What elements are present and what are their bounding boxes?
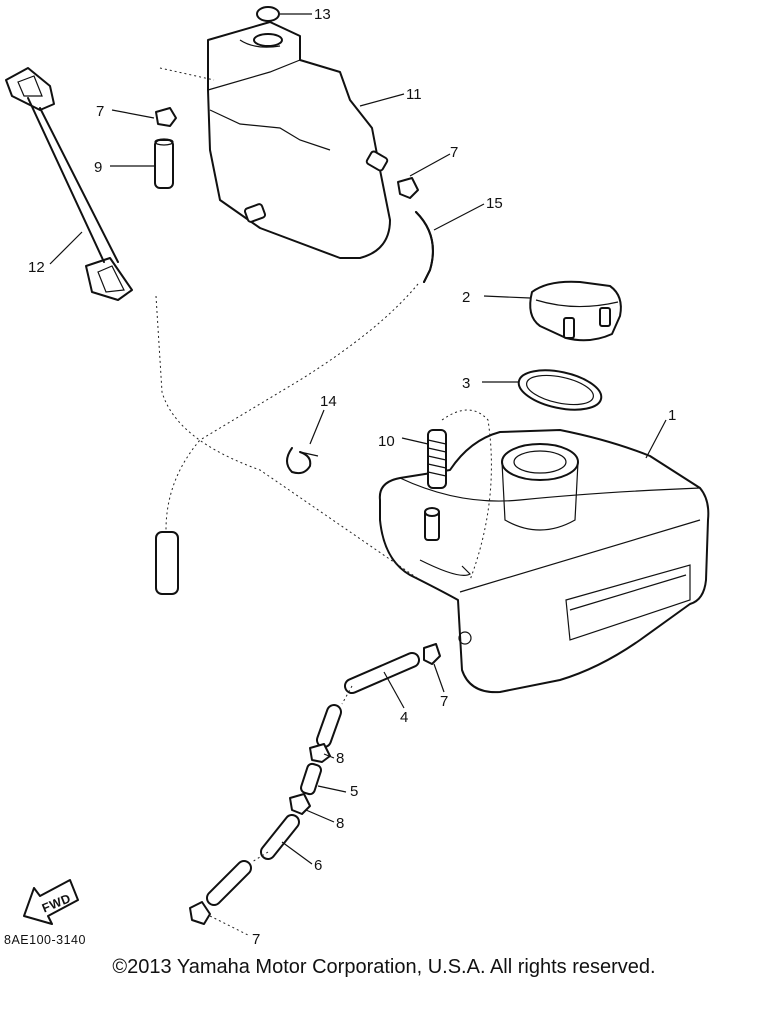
clamp-8-upper-part xyxy=(309,743,331,763)
callout-6: 6 xyxy=(314,857,322,874)
callout-13: 13 xyxy=(314,6,331,23)
clamp-7-bottom-part xyxy=(189,901,211,925)
clamp-7-tank-part xyxy=(423,643,441,665)
reserve-tank-part xyxy=(207,21,391,259)
hose-15-part xyxy=(415,211,434,283)
fuel-tank-part xyxy=(378,429,710,694)
callout-15: 15 xyxy=(486,195,503,212)
callout-7-bottom: 7 xyxy=(252,931,260,948)
spring-hose-10-part xyxy=(427,429,447,489)
clamp-7-right-part xyxy=(397,177,419,199)
callout-7-top: 7 xyxy=(96,103,104,120)
strap-part xyxy=(5,67,133,301)
callout-8-lower: 8 xyxy=(336,815,344,832)
small-cap-part xyxy=(256,6,280,22)
leader-lines xyxy=(49,13,667,937)
filter-5-part xyxy=(300,762,322,796)
callout-7-right: 7 xyxy=(450,144,458,161)
hose-4-part xyxy=(316,652,420,748)
fuel-cap-part xyxy=(529,280,622,342)
callout-10: 10 xyxy=(378,433,395,450)
hose-6-part xyxy=(206,814,300,906)
callout-4: 4 xyxy=(400,709,408,726)
callout-labels: 13 11 7 9 7 15 12 2 3 14 10 1 7 4 8 5 8 … xyxy=(28,6,676,948)
callout-9: 9 xyxy=(94,159,102,176)
callout-12: 12 xyxy=(28,259,45,276)
callout-11: 11 xyxy=(406,86,422,103)
callout-14: 14 xyxy=(320,393,337,410)
routing-lines xyxy=(155,67,492,863)
clip-14-part xyxy=(286,447,319,475)
clamp-7-top-part xyxy=(155,107,177,127)
callout-5: 5 xyxy=(350,783,358,800)
callout-1: 1 xyxy=(668,407,676,424)
figure-code: 8AE100-3140 xyxy=(4,933,86,947)
callout-8-upper: 8 xyxy=(336,750,344,767)
pipe-9-part xyxy=(154,138,174,189)
pipe-lower-left-part xyxy=(155,531,179,595)
callout-3: 3 xyxy=(462,375,470,392)
gasket-part xyxy=(517,369,603,411)
fwd-arrow-icon: FWD xyxy=(23,879,79,925)
callout-7-tank: 7 xyxy=(440,693,448,710)
callout-2: 2 xyxy=(462,289,470,306)
copyright-notice: ©2013 Yamaha Motor Corporation, U.S.A. A… xyxy=(112,956,656,978)
